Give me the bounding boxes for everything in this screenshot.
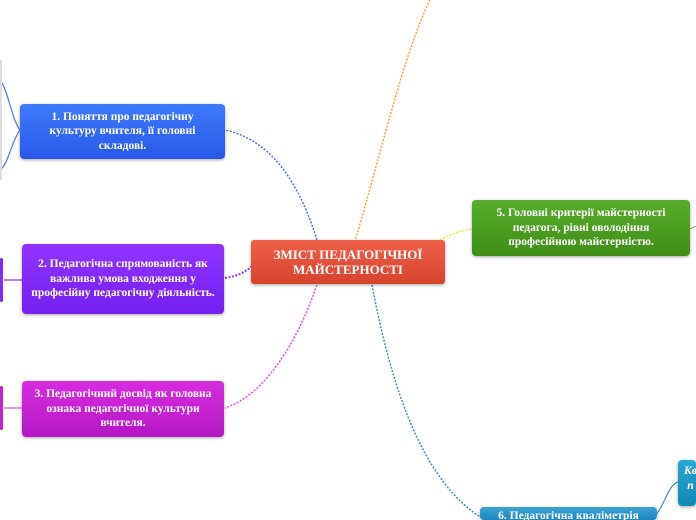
- offscreen-node-stub: [0, 60, 2, 180]
- central-topic-label: ЗМІСТ ПЕДАГОГІЧНОЇ МАЙСТЕРНОСТІ: [273, 247, 423, 277]
- topic-node-3[interactable]: 3. Педагогічний досвід як головна ознака…: [22, 381, 224, 437]
- link-central-to-topic1: [224, 129, 321, 251]
- subtopic-node-kv[interactable]: Кв п: [678, 460, 696, 506]
- topic-node-label: 2. Педагогічна спрямованість як важлива …: [31, 258, 215, 300]
- topic-node-label: 3. Педагогічний досвід як головна ознака…: [34, 388, 212, 430]
- offscreen-node-stub: [0, 258, 3, 302]
- link-central-to-topic6: [371, 284, 483, 519]
- topic-node-label: 6. Педагогічна кваліметрія: [498, 510, 639, 520]
- link-topic1-to-child-bottom: [0, 129, 21, 171]
- topic-node-5[interactable]: 5. Головні критерії майстерності педагог…: [472, 200, 690, 256]
- link-central-to-topic2: [224, 265, 253, 279]
- link-central-to-topic4: [347, 0, 431, 263]
- topic-node-2[interactable]: 2. Педагогічна спрямованість як важлива …: [22, 244, 224, 314]
- link-topic6-to-subnode: [654, 481, 679, 517]
- central-topic[interactable]: ЗМІСТ ПЕДАГОГІЧНОЇ МАЙСТЕРНОСТІ: [251, 240, 445, 284]
- subtopic-node-label: Кв п: [684, 465, 696, 492]
- link-central-to-topic3: [224, 274, 321, 409]
- offscreen-node-stub: [0, 386, 3, 430]
- topic-node-1[interactable]: 1. Поняття про педагогічну культуру вчит…: [20, 104, 225, 159]
- link-topic1-to-child-top: [0, 79, 21, 131]
- topic-node-6[interactable]: 6. Педагогічна кваліметрія: [480, 507, 657, 520]
- topic-node-label: 1. Поняття про педагогічну культуру вчит…: [49, 110, 196, 152]
- link-topic5-to-right: [689, 225, 696, 230]
- topic-node-label: 5. Головні критерії майстерності педагог…: [496, 207, 666, 249]
